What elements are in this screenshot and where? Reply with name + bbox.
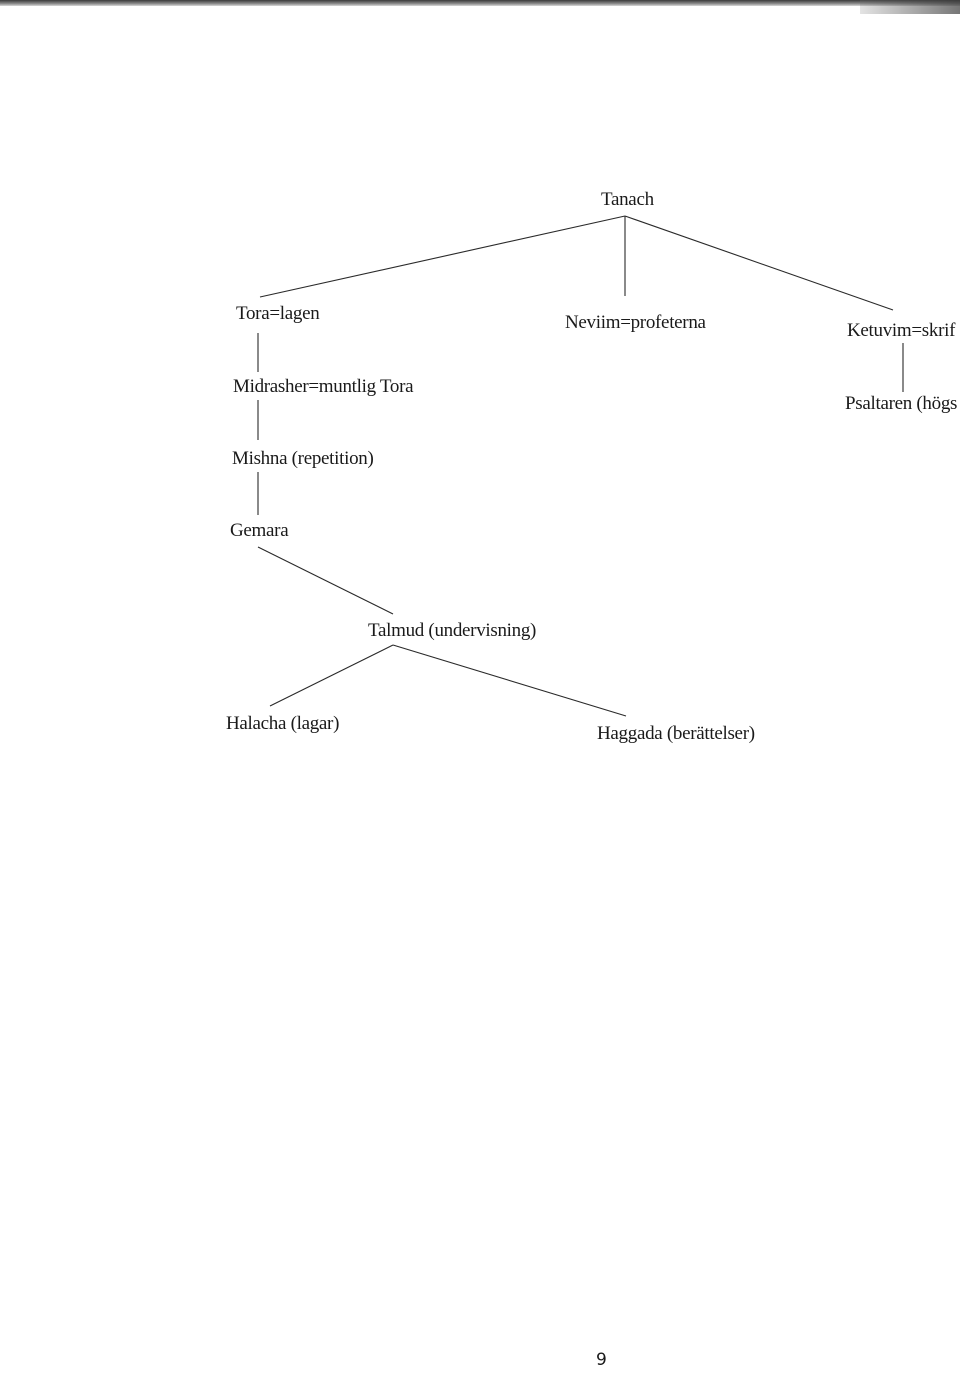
scan-corner-artifact xyxy=(860,0,960,14)
node-tanach: Tanach xyxy=(601,189,654,210)
scan-edge-artifact xyxy=(0,0,960,6)
node-midrasher: Midrasher=muntlig Tora xyxy=(233,376,414,397)
node-psaltaren: Psaltaren (högs xyxy=(845,393,958,414)
node-halacha: Halacha (lagar) xyxy=(226,713,340,734)
node-mishna: Mishna (repetition) xyxy=(232,448,374,469)
connector-tanach-tora xyxy=(259,215,626,298)
node-tora: Tora=lagen xyxy=(236,303,320,324)
connector-gemara-talmud xyxy=(257,546,394,615)
node-neviim: Neviim=profeterna xyxy=(565,312,706,333)
node-haggada: Haggada (berättelser) xyxy=(597,723,755,744)
connector-talmud-haggada xyxy=(392,644,627,717)
node-talmud: Talmud (undervisning) xyxy=(368,620,537,641)
connector-tanach-ketuvim xyxy=(624,215,894,311)
node-gemara: Gemara xyxy=(230,520,289,541)
connector-talmud-halacha xyxy=(269,644,394,707)
node-ketuvim: Ketuvim=skrif xyxy=(847,320,956,341)
page-number: 9 xyxy=(596,1350,607,1370)
